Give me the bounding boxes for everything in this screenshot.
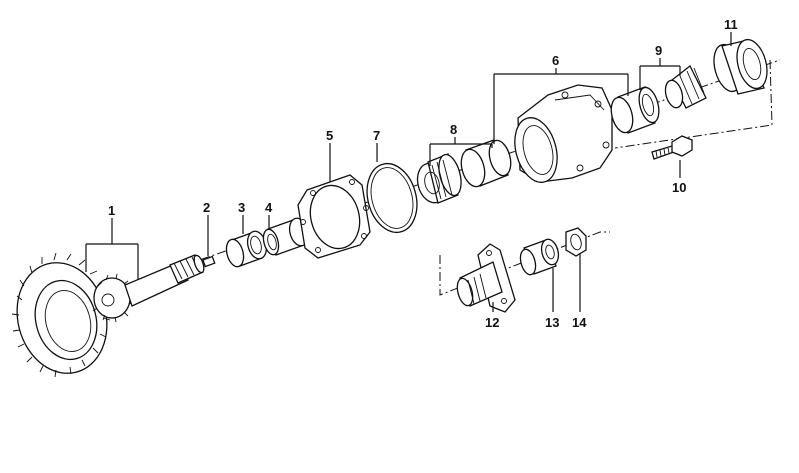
callout-8: 8 <box>450 122 457 137</box>
shaft-seal-part-11 <box>713 38 768 95</box>
callout-4: 4 <box>265 200 273 215</box>
leader-lines <box>85 32 732 312</box>
pin-part-2 <box>202 255 216 268</box>
callout-11: 11 <box>724 17 738 32</box>
callout-10: 10 <box>672 180 686 195</box>
bearing-race-part-3 <box>225 230 268 268</box>
callout-3: 3 <box>238 200 245 215</box>
callout-labels: 1 2 3 4 5 6 7 8 9 10 11 12 13 14 <box>108 17 738 330</box>
taper-roller-bearing-part-8 <box>416 139 512 204</box>
nut-part-14 <box>565 227 587 257</box>
crown-wheel-and-pinion <box>11 252 205 378</box>
callout-13: 13 <box>545 315 559 330</box>
housing-part-6 <box>514 84 660 183</box>
callout-12: 12 <box>485 315 499 330</box>
callout-14: 14 <box>572 315 587 330</box>
callout-7: 7 <box>373 128 380 143</box>
bolt-part-10 <box>651 135 693 160</box>
callout-9: 9 <box>655 43 662 58</box>
callout-2: 2 <box>203 200 210 215</box>
taper-roller-bearing-part-9 <box>664 65 707 109</box>
o-ring-part-7 <box>366 162 418 234</box>
callout-5: 5 <box>326 128 333 143</box>
callout-1: 1 <box>108 203 115 218</box>
output-flange-part-12 <box>456 243 516 313</box>
shim-plate-part-5 <box>297 174 371 259</box>
callout-6: 6 <box>552 53 559 68</box>
collar-part-13 <box>519 238 560 276</box>
